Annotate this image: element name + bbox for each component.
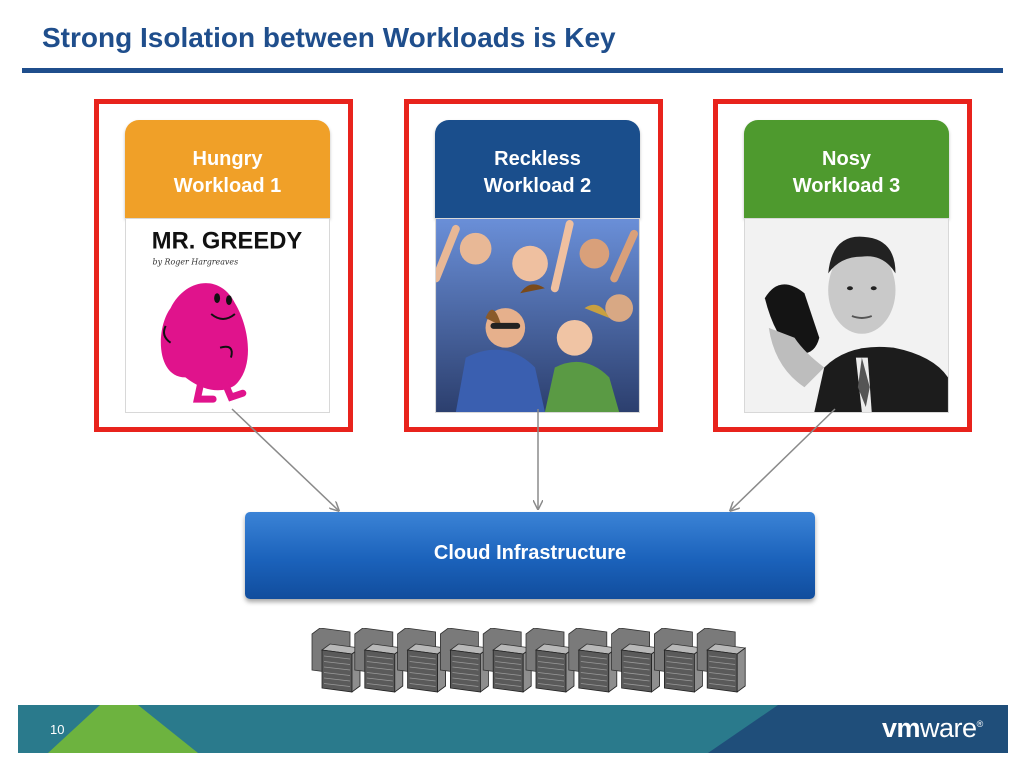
page-number: 10 [50,722,65,737]
vmware-logo-mark: ® [976,719,984,729]
server-icon [653,628,704,693]
vmware-logo-ware: ware [920,713,977,743]
party-crowd-illustration [436,219,639,412]
workload-3-header: Nosy Workload 3 [744,120,949,218]
workload-3-label-line1: Nosy [822,148,871,170]
server-icon [525,628,576,693]
party-crowd-image [435,218,640,413]
workload-2-header: Reckless Workload 2 [435,120,640,218]
workload-1-label-line2: Workload 1 [173,175,282,197]
cloud-infrastructure-box: Cloud Infrastructure [245,512,815,599]
server-icon [696,628,747,693]
mr-greedy-illustration: MR. GREEDY by Roger Hargreaves [126,219,329,412]
server-icon [611,628,661,693]
workload-1-frame: Hungry Workload 1 MR. GREEDY by Roger Ha… [94,99,353,432]
book-author-text: by Roger Hargreaves [153,258,239,267]
server-icon [397,628,447,693]
workload-2-label-line2: Workload 2 [483,175,592,197]
workload-1-header: Hungry Workload 1 [125,120,330,218]
server-rack-row [311,628,747,693]
server-icon [439,628,490,693]
shoe-phone-image [744,218,949,413]
workload-2-frame: Reckless Workload 2 [404,99,663,432]
server-icon [311,628,362,693]
workload-2-label-line1: Reckless [494,148,581,170]
workload-3-frame: Nosy Workload 3 [713,99,972,432]
mr-greedy-image: MR. GREEDY by Roger Hargreaves [125,218,330,413]
server-icon [354,628,404,693]
vmware-logo-vm: vm [882,713,921,743]
book-title-text: MR. GREEDY [152,228,303,255]
server-icon [568,628,618,693]
workload-3-label-line2: Workload 3 [792,175,901,197]
workload-1-label-line1: Hungry [192,148,263,170]
shoe-phone-illustration [745,219,948,412]
title-divider [22,68,1003,73]
server-icon [482,628,533,693]
cloud-infrastructure-label: Cloud Infrastructure [433,542,627,564]
footer-band [18,705,1008,753]
vmware-logo: vmware® [882,713,983,744]
slide-title: Strong Isolation between Workloads is Ke… [42,22,616,53]
